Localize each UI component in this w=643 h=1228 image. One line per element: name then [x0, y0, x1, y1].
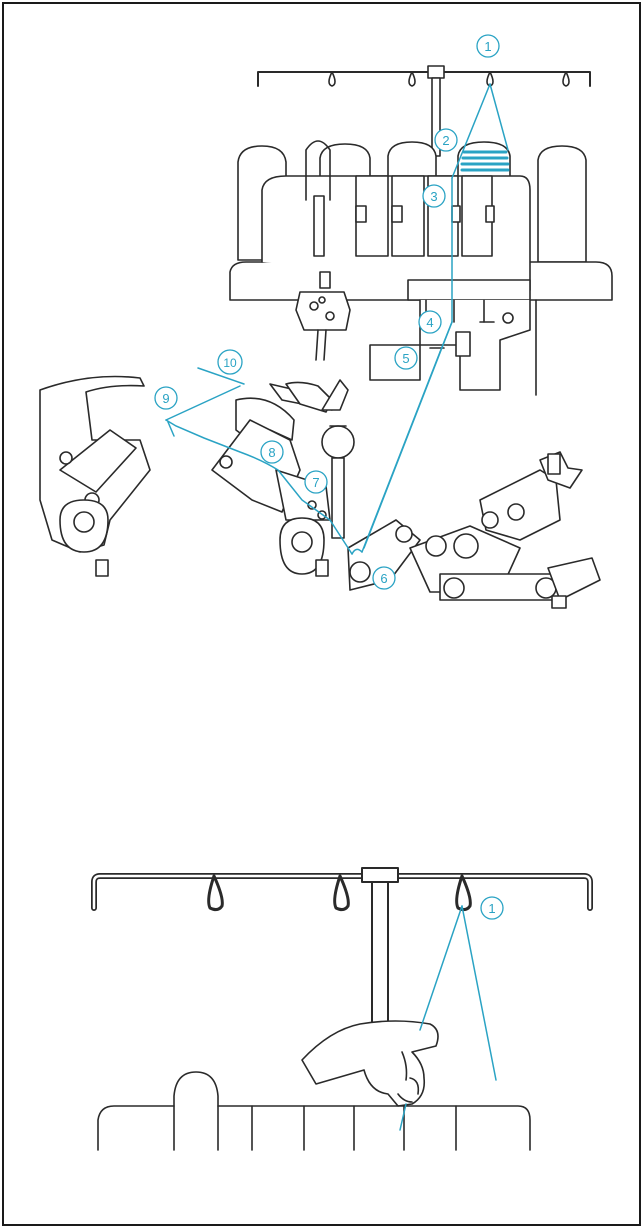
- machine-top-bottom: [97, 1071, 531, 1151]
- callout-1-bottom: 1: [480, 896, 504, 920]
- callout-9: 9: [154, 386, 178, 410]
- wound-thread: [460, 150, 510, 172]
- thread-stand-bottom: [91, 867, 593, 1051]
- callout-label: 5: [402, 351, 409, 366]
- callout-label: 2: [442, 133, 449, 148]
- top-threading-diagram: [39, 65, 613, 609]
- looper-assembly-left: [39, 375, 151, 577]
- callout-label: 10: [223, 356, 237, 370]
- needle-clamp: [295, 271, 351, 361]
- upper-looper: [285, 379, 355, 539]
- callout-label: 1: [488, 901, 495, 916]
- callouts-bottom: 1: [480, 896, 504, 920]
- bottom-threading-diagram: [91, 867, 593, 1151]
- callout-4: 4: [418, 310, 442, 334]
- callout-1: 1: [476, 34, 500, 58]
- callout-label: 6: [380, 571, 387, 586]
- thread-path-bottom: [399, 905, 497, 1131]
- looper-linkage-right: [347, 451, 601, 609]
- hand: [301, 1020, 439, 1107]
- thread-path-top: [165, 83, 509, 555]
- overlock-machine-body: [229, 140, 613, 396]
- callout-2: 2: [434, 128, 458, 152]
- callout-label: 7: [312, 475, 319, 490]
- callout-label: 3: [430, 189, 437, 204]
- callout-8: 8: [260, 440, 284, 464]
- callout-label: 4: [426, 315, 433, 330]
- callout-label: 1: [484, 39, 491, 54]
- callout-5: 5: [394, 346, 418, 370]
- callout-label: 9: [162, 391, 169, 406]
- callout-7: 7: [304, 470, 328, 494]
- callout-3: 3: [422, 184, 446, 208]
- callout-10: 10: [217, 349, 243, 375]
- callouts-top: 1 2 3 4 5 6 7 8: [154, 34, 500, 590]
- callout-6: 6: [372, 566, 396, 590]
- callout-label: 8: [268, 445, 275, 460]
